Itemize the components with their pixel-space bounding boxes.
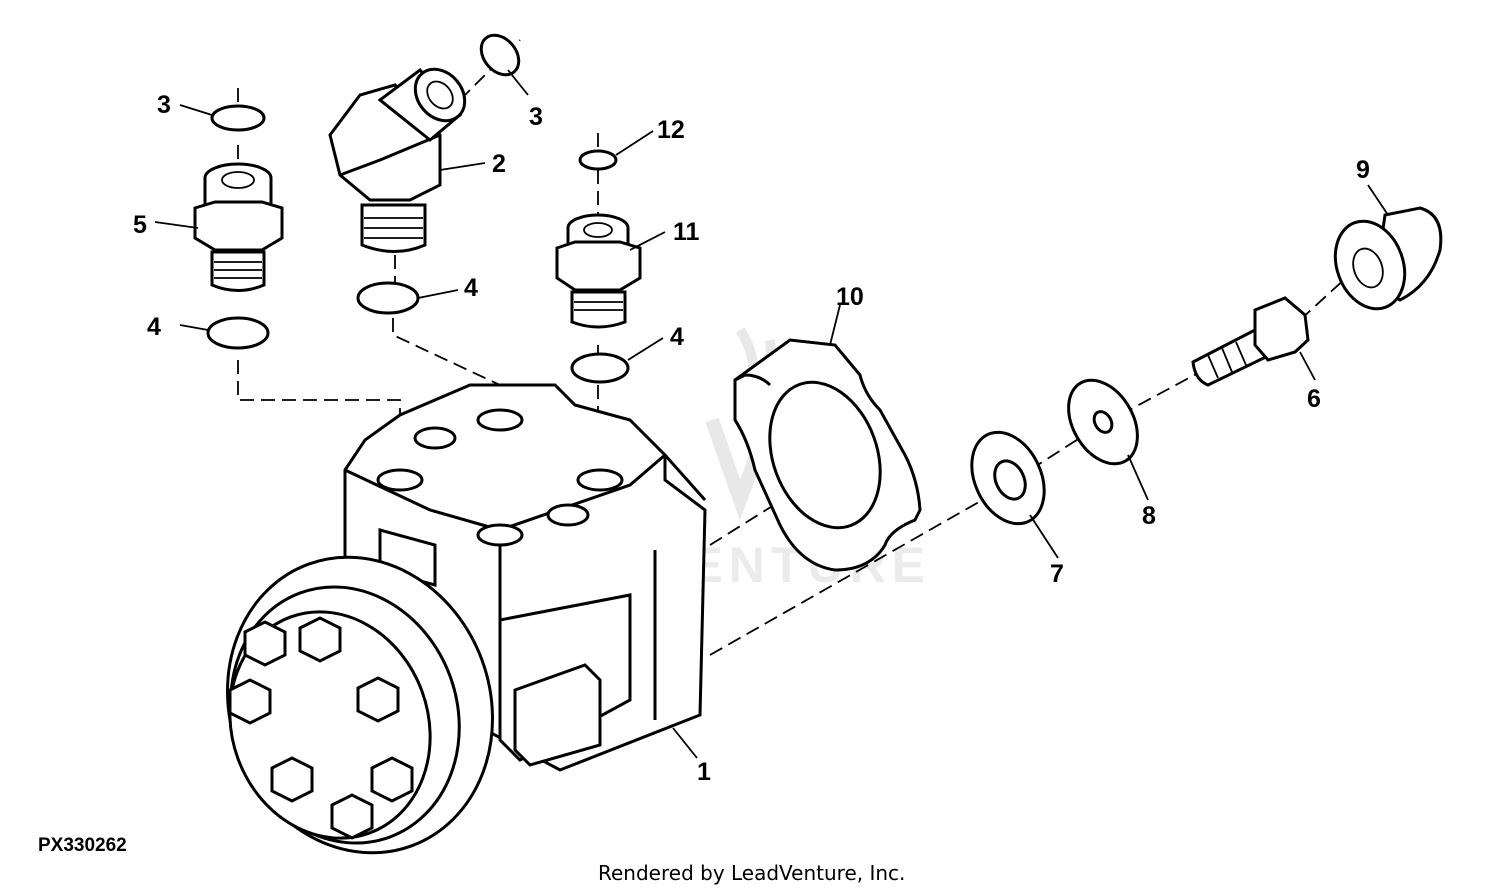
callout-4-middle: 4: [464, 274, 478, 302]
straight-fitting-11: [555, 213, 642, 329]
o-ring-3-top: [479, 33, 521, 77]
steering-valve-body: [226, 383, 707, 855]
callout-3-left: 3: [157, 91, 171, 119]
gasket-plate-10: [733, 338, 922, 572]
callout-4-right: 4: [670, 323, 684, 351]
callout-3-top: 3: [529, 103, 543, 131]
callout-11: 11: [673, 218, 700, 246]
callout-9: 9: [1356, 156, 1370, 184]
callout-5: 5: [133, 211, 147, 239]
callout-2: 2: [492, 150, 506, 178]
bolt-6: [1191, 296, 1310, 387]
render-credit: Rendered by LeadVenture, Inc.: [598, 861, 905, 885]
callout-8: 8: [1142, 502, 1156, 530]
o-ring-4-right: [570, 352, 630, 384]
elbow-fitting-2: [328, 67, 467, 253]
callout-4-left: 4: [147, 313, 161, 341]
o-ring-3-left: [210, 104, 266, 132]
plug-9: [1333, 206, 1443, 311]
callout-10: 10: [836, 283, 864, 311]
callout-labels: 1 2 3 3 4 4 4 5 6 7 8 9 10 11 12: [133, 91, 1370, 786]
o-ring-12: [578, 149, 618, 171]
o-ring-4-middle: [356, 281, 420, 315]
callout-6: 6: [1307, 385, 1321, 413]
figure-id: PX330262: [38, 835, 127, 856]
washer-8: [1067, 378, 1139, 466]
straight-fitting-5: [193, 162, 284, 292]
callout-12: 12: [657, 116, 685, 144]
callout-7: 7: [1050, 560, 1064, 588]
end-cap-bolts: [228, 616, 414, 840]
callout-1: 1: [697, 758, 711, 786]
washer-7: [970, 430, 1046, 526]
o-ring-4-left: [206, 316, 270, 350]
leader-lines: [154, 69, 1389, 759]
o-rings: [206, 33, 630, 384]
